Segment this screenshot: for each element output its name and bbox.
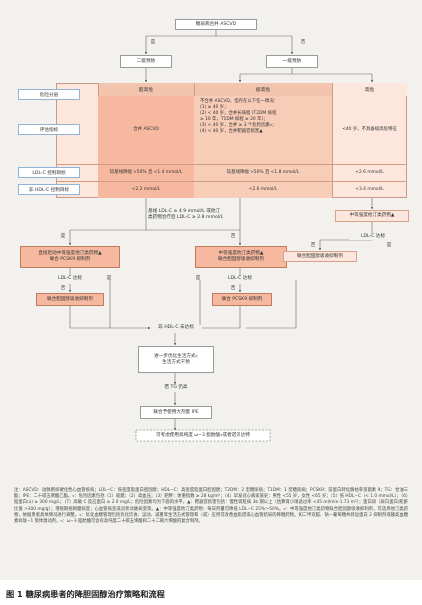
row-label-criteria: 评估指标 xyxy=(18,124,80,135)
diabetes-ascvd-question: 糖尿病合并 ASCVD xyxy=(175,19,257,30)
header-high-risk: 高危 xyxy=(332,83,407,96)
branch-no-left: 否 xyxy=(60,286,66,291)
lifestyle-box: 进一步优化生活方式⁎ 生活方式干预 xyxy=(138,346,214,373)
branch-yes-left: 是 xyxy=(106,276,112,281)
header-extreme-risk: 超高危 xyxy=(98,83,194,96)
branch-no-baseline: 否 xyxy=(230,234,236,239)
very-high-criteria-line: ≥ 10 年，T1DM 病程 ≥ 20 年)； xyxy=(200,116,268,122)
col-divider-2 xyxy=(332,83,333,198)
branch-no-right: 否 xyxy=(310,243,316,248)
very-high-criteria-line: (3) < 40 岁，合并 ≥ 3 个危险因素⁎； xyxy=(200,122,277,128)
pcsk9-add-box: 联合 PCSK9 抑制剂 xyxy=(212,293,272,306)
row-label-risk: 危险分层 xyxy=(18,89,80,100)
extreme-ldl-target: 较基线降幅 >50% 且 <1.4 mmol/L xyxy=(98,164,194,181)
ldl-check-mid: LDL-C 达标 xyxy=(216,276,264,282)
branch-no-top: 否 xyxy=(300,40,306,45)
row-label-ldl: LDL-C 控制目标 xyxy=(18,167,80,178)
very-high-ldl-target: 较基线降幅 >50% 且 <1.8 mmol/L xyxy=(194,164,332,181)
branch-no-mid: 否 xyxy=(230,286,236,291)
statin-chol-line: 联合胆固醇吸收抑制剂 xyxy=(218,257,264,262)
statin-chol-box: 中等强度他汀类药物▲ 联合胆固醇吸收抑制剂 xyxy=(195,246,287,268)
figure-caption: 图 1 糖尿病患者的降胆固醇治疗策略和流程 xyxy=(6,589,165,599)
branch-yes-top: 是 xyxy=(150,40,156,45)
nonhdl-not-reached: 非 HDL-C 未达标 xyxy=(150,325,202,331)
high-criteria: <40 岁，不具备极高危特征 xyxy=(342,127,397,133)
lifestyle-line: 生活方式干预 xyxy=(162,359,190,365)
tg-still-high: 若 TG 仍高 xyxy=(150,385,202,391)
very-high-criteria-line: (1) ≥ 40 岁； xyxy=(200,104,229,110)
figure-notes: 注：ASCVD：动脉粥样硬化性心血管疾病；LDL−C：低密度脂蛋白胆固醇；HDL… xyxy=(14,488,408,525)
primary-prevention: 一级预防 xyxy=(266,55,318,68)
high-ldl-target: <2.6 mmol/L xyxy=(332,164,407,181)
pcsk9-start-line: 联合 PCSK9 抑制剂 xyxy=(49,257,91,262)
baseline-note: 基线 LDL-C ≥ 4.9 mmol/L 或他汀 类药物治疗后 LDL-C ≥… xyxy=(148,209,248,220)
baseline-note-line: 基线 LDL-C ≥ 4.9 mmol/L 或他汀 xyxy=(148,209,221,214)
very-high-criteria-line: (2) < 40 岁，合并长病程 (T2DM 病程 xyxy=(200,110,277,116)
branch-yes-mid: 是 xyxy=(195,276,201,281)
very-high-criteria: 不合并 ASCVD，但存在以下任一情况： (1) ≥ 40 岁； (2) < 4… xyxy=(200,99,328,134)
header-very-high-risk: 极高危 xyxy=(194,83,332,96)
branch-yes-baseline: 是 xyxy=(60,234,66,239)
baseline-note-line: 类药物治疗后 LDL-C ≥ 2.8 mmol/L xyxy=(148,214,224,220)
statin-chol-line: 中等强度他汀类药物▲ xyxy=(218,251,264,257)
row-label-nonhdl: 非 HDL-C 控制目标 xyxy=(18,184,80,195)
ipe-box: 联合予使用大剂量 IPE xyxy=(140,406,212,419)
pcsk9-start-line: 直接启动中等强度他汀类药物▲ xyxy=(38,251,102,257)
very-high-nonhdl-target: <2.6 mmol/L xyxy=(194,181,332,198)
branch-yes-right: 是 xyxy=(386,243,392,248)
pcsk9-start-box: 直接启动中等强度他汀类药物▲ 联合 PCSK9 抑制剂 xyxy=(20,246,120,268)
ldl-check-left: LDL-C 达标 xyxy=(46,276,94,282)
statin-moderate-box: 中等强度他汀类药物▲ xyxy=(335,210,409,222)
ldl-check-right: LDL-C 达标 xyxy=(349,234,397,240)
omega3-note: 可考虑使用高纯度 ω−3 脂肪酸⁎或者诺贝达特 xyxy=(156,433,250,438)
very-high-criteria-line: 不合并 ASCVD，但存在以下任一情况： xyxy=(200,99,279,104)
extreme-criteria: 合并 ASCVD xyxy=(133,127,159,133)
high-nonhdl-target: <3.4 mmol/L xyxy=(332,181,407,198)
chol-inhibitor-box-right: 联合胆固醇吸收抑制剂 xyxy=(283,251,357,262)
chol-inhibitor-box: 联合胆固醇吸收抑制剂 xyxy=(36,293,104,306)
very-high-criteria-line: (4) < 40 岁，合并靶器官损害▲ xyxy=(200,128,263,134)
extreme-nonhdl-target: <2.2 mmol/L xyxy=(98,181,194,198)
lifestyle-line: 进一步优化生活方式⁎ xyxy=(154,353,198,359)
secondary-prevention: 二级预防 xyxy=(120,55,172,68)
